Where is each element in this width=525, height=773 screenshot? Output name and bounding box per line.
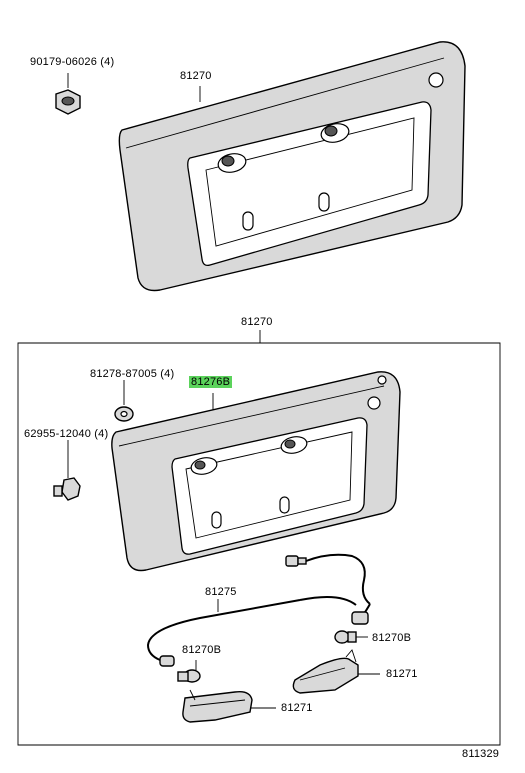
label-garnish-highlighted[interactable]: 81276B — [189, 376, 233, 388]
label-washer[interactable]: 81278-87005 (4) — [90, 368, 175, 380]
label-wire[interactable]: 81275 — [205, 586, 237, 598]
lower-garnish-part[interactable] — [111, 371, 401, 572]
label-lamp-right[interactable]: 81271 — [386, 668, 418, 680]
assembly-box — [17, 342, 501, 746]
lamp-right-part[interactable] — [292, 649, 380, 694]
diagram-id: 811329 — [462, 748, 500, 760]
label-lamp-left[interactable]: 81271 — [281, 702, 313, 714]
label-bulb-left[interactable]: 81270B — [182, 644, 222, 656]
label-bulb-right[interactable]: 81270B — [372, 632, 412, 644]
label-screw[interactable]: 62955-12040 (4) — [24, 428, 109, 440]
label-top-garnish[interactable]: 81270 — [180, 70, 212, 82]
top-nut-part[interactable] — [55, 73, 81, 115]
washer-part[interactable] — [114, 380, 134, 422]
top-garnish-part[interactable] — [118, 41, 466, 292]
lamp-left-part[interactable] — [182, 689, 276, 723]
bulb-left-part[interactable] — [177, 660, 201, 683]
label-assy-bracket[interactable]: 81270 — [241, 316, 273, 328]
screw-part[interactable] — [53, 440, 81, 501]
label-top-nut[interactable]: 90179-06026 (4) — [30, 56, 115, 68]
bulb-right-part[interactable] — [334, 611, 369, 644]
